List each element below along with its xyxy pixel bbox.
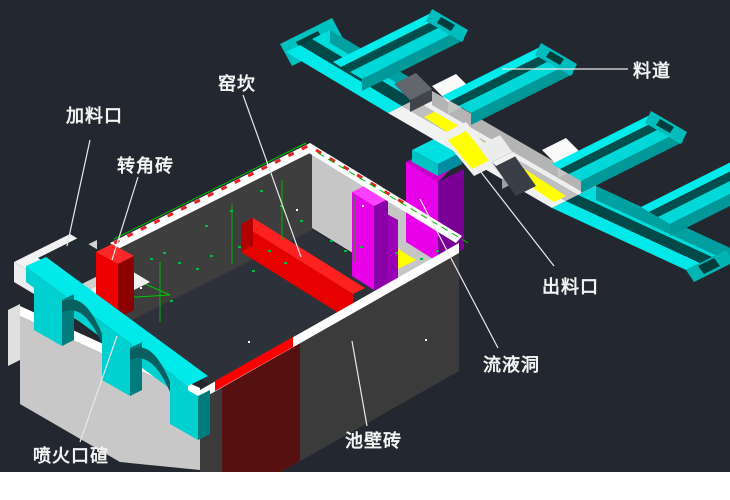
leader-burner-port-arch [79,335,118,443]
label-pool-wall-brick: 池壁砖 [345,430,402,451]
leader-corner-brick [111,176,139,261]
leader-discharge-port [476,166,555,267]
label-discharge-port: 出料口 [542,276,599,297]
leader-lines [66,68,628,443]
cad-annotations [113,142,471,343]
burner-port-arch-beam [26,257,210,440]
feeder-branch-1 [333,9,468,91]
pool-wall-shaded-red-section [222,343,300,472]
label-burner-port-arch: 喷火口碹 [33,445,109,466]
label-feed-port: 加料口 [65,105,123,126]
red-dash-row-back [113,143,311,245]
throat-cap-cyan [412,138,462,164]
label-kiln-sill: 窑坎 [218,73,256,94]
feeder-channel-assembly [280,9,730,282]
leader-throat [419,198,499,349]
furnace-3d-view: 加料口 转角砖 窑坎 料道 出料口 流液洞 池壁砖 喷火口碹 [0,0,730,472]
leader-pool-wall-brick [351,340,368,427]
label-throat: 流液洞 [483,354,540,375]
red-rim-course [215,337,293,391]
discharge-gate-block [492,152,536,196]
tank-rim-bands [110,143,462,400]
feeder-branch-4 [641,162,730,236]
feeder-branch-3 [552,111,687,193]
kiln-sill-beam [241,218,365,322]
label-corner-brick: 转角砖 [117,155,174,176]
breast-wall-apron [20,316,200,470]
callout-labels: 加料口 转角砖 窑坎 料道 出料口 流液洞 池壁砖 喷火口碹 [33,60,671,466]
arch-soffit-1 [62,299,102,344]
label-feeder-channel: 料道 [633,60,671,81]
leader-kiln-sill [242,94,302,258]
leader-feed-port [66,139,91,247]
red-dash-row-right [315,148,413,210]
arch-soffit-2 [130,347,170,392]
pool-wall [200,253,459,472]
